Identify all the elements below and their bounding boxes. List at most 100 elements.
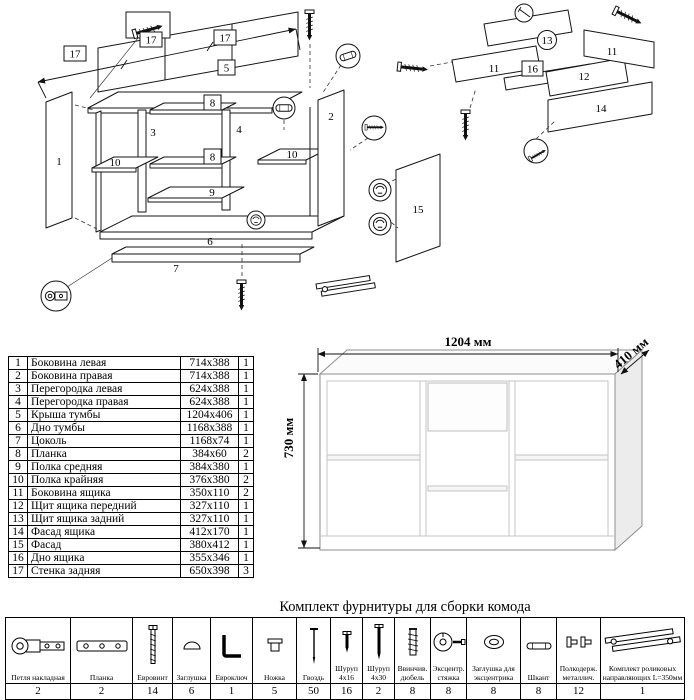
- wood-dowel-icon: [521, 618, 556, 674]
- part-size: 355x346: [180, 551, 239, 565]
- dresser-body: [318, 348, 644, 552]
- dresser-front-details: [320, 380, 615, 537]
- hardware-item-label: Полкодерж. металлич.: [559, 664, 598, 682]
- nail-icon: [518, 8, 531, 18]
- part-name: Фасад: [27, 538, 181, 552]
- part-number: 15: [8, 538, 28, 552]
- cam-lock-icon: [250, 214, 262, 226]
- hardware-item-label: Ввинчив. дюбель: [397, 664, 428, 682]
- euro-screw-icon: [133, 618, 172, 674]
- diagram-label: 13: [542, 35, 554, 47]
- part-size: 327x110: [180, 499, 239, 513]
- part-qty: 3: [238, 564, 254, 578]
- dowel-icon: [275, 104, 293, 112]
- part-name: Цоколь: [27, 434, 181, 448]
- part-name: Боковина правая: [27, 369, 181, 383]
- hardware-item-qty: 1: [601, 684, 685, 700]
- diagram-label: 7: [173, 263, 179, 275]
- part-number: 11: [8, 486, 28, 500]
- hardware-item-qty: 2: [71, 684, 133, 700]
- part-number: 3: [8, 382, 28, 396]
- dresser-side-face: [614, 348, 643, 552]
- part-number: 4: [8, 395, 28, 409]
- hardware-item-label: Евроключ: [215, 672, 248, 682]
- hardware-item: Гвоздь: [297, 618, 331, 684]
- part-name: Перегородка левая: [27, 382, 181, 396]
- diagram-label: 4: [236, 124, 242, 136]
- part-name: Дно тумбы: [27, 421, 181, 435]
- drawer-front-board: [545, 57, 629, 97]
- bottom-panel: [99, 215, 345, 233]
- part-qty: 1: [238, 356, 254, 370]
- hardware-item-label: Эксцентр. стяжка: [432, 664, 465, 682]
- dimension-arrows: [298, 348, 650, 549]
- diagram-label: 14: [596, 103, 608, 115]
- part-qty: 2: [238, 486, 254, 500]
- left-side-panel: [45, 91, 73, 229]
- hinge-icon: [6, 618, 70, 674]
- part-size: 624x388: [180, 382, 239, 396]
- part-name: Щит ящика передний: [27, 499, 181, 513]
- hardware-item-label: Ножка: [263, 672, 286, 682]
- part-qty: 1: [238, 408, 254, 422]
- part-name: Планка: [27, 447, 181, 461]
- hardware-item-label: Заглушка: [176, 672, 207, 682]
- part-name: Полка крайняя: [27, 473, 181, 487]
- shelf-left: [91, 156, 159, 169]
- hardware-item-qty: 2: [363, 684, 395, 700]
- hardware-item-qty: 1: [211, 684, 253, 700]
- part-name: Боковина ящика: [27, 486, 181, 500]
- diagram-label: 11: [607, 46, 618, 58]
- part-size: 327x110: [180, 512, 239, 526]
- hardware-item-qty: 16: [331, 684, 363, 700]
- part-qty: 1: [238, 421, 254, 435]
- part-qty: 1: [238, 395, 254, 409]
- part-qty: 1: [238, 460, 254, 474]
- hardware-item-qty: 14: [133, 684, 173, 700]
- part-size: 376x380: [180, 473, 239, 487]
- screw-icon: [235, 278, 248, 312]
- part-size: 412x170: [180, 525, 239, 539]
- diagram-label: 16: [527, 64, 539, 76]
- hardware-item-label: Шуруп 4x16: [335, 664, 358, 682]
- part-qty: 1: [238, 551, 254, 565]
- construction-lines: [74, 44, 557, 276]
- part-qty: 1: [238, 382, 254, 396]
- diagram-label: 17: [70, 49, 82, 61]
- part-name: Щит ящика задний: [27, 512, 181, 526]
- part-size: 384x380: [180, 460, 239, 474]
- plinth: [111, 246, 315, 255]
- hardware-item: Шуруп 4x16: [331, 618, 363, 684]
- screw-icon: [459, 108, 472, 142]
- diagram-label: 11: [489, 63, 500, 75]
- part-size: 384x60: [180, 447, 239, 461]
- drawer-front: [427, 382, 508, 432]
- hardware-item: Ввинчив. дюбель: [395, 618, 431, 684]
- part-size: 650x398: [180, 564, 239, 578]
- drawer-back-panel: [483, 9, 573, 47]
- mounting-plate-icon: [71, 618, 132, 674]
- diagram-label: 17: [220, 33, 232, 45]
- part-size: 1168x74: [180, 434, 239, 448]
- hardware-item-label: Шкант: [527, 672, 550, 682]
- hardware-item: Петля накладная: [6, 618, 71, 684]
- drawer-side-right: [583, 29, 655, 69]
- product-render: 1204 мм 410 мм 730 мм: [281, 334, 651, 552]
- part-name: Перегородка правая: [27, 395, 181, 409]
- hardware-item-label: Шуруп 4x30: [367, 664, 390, 682]
- hardware-item-label: Планка: [89, 672, 114, 682]
- part-qty: 2: [238, 473, 254, 487]
- part-size: 714x388: [180, 356, 239, 370]
- part-qty: 1: [238, 525, 254, 539]
- hardware-item-qty: 2: [6, 684, 71, 700]
